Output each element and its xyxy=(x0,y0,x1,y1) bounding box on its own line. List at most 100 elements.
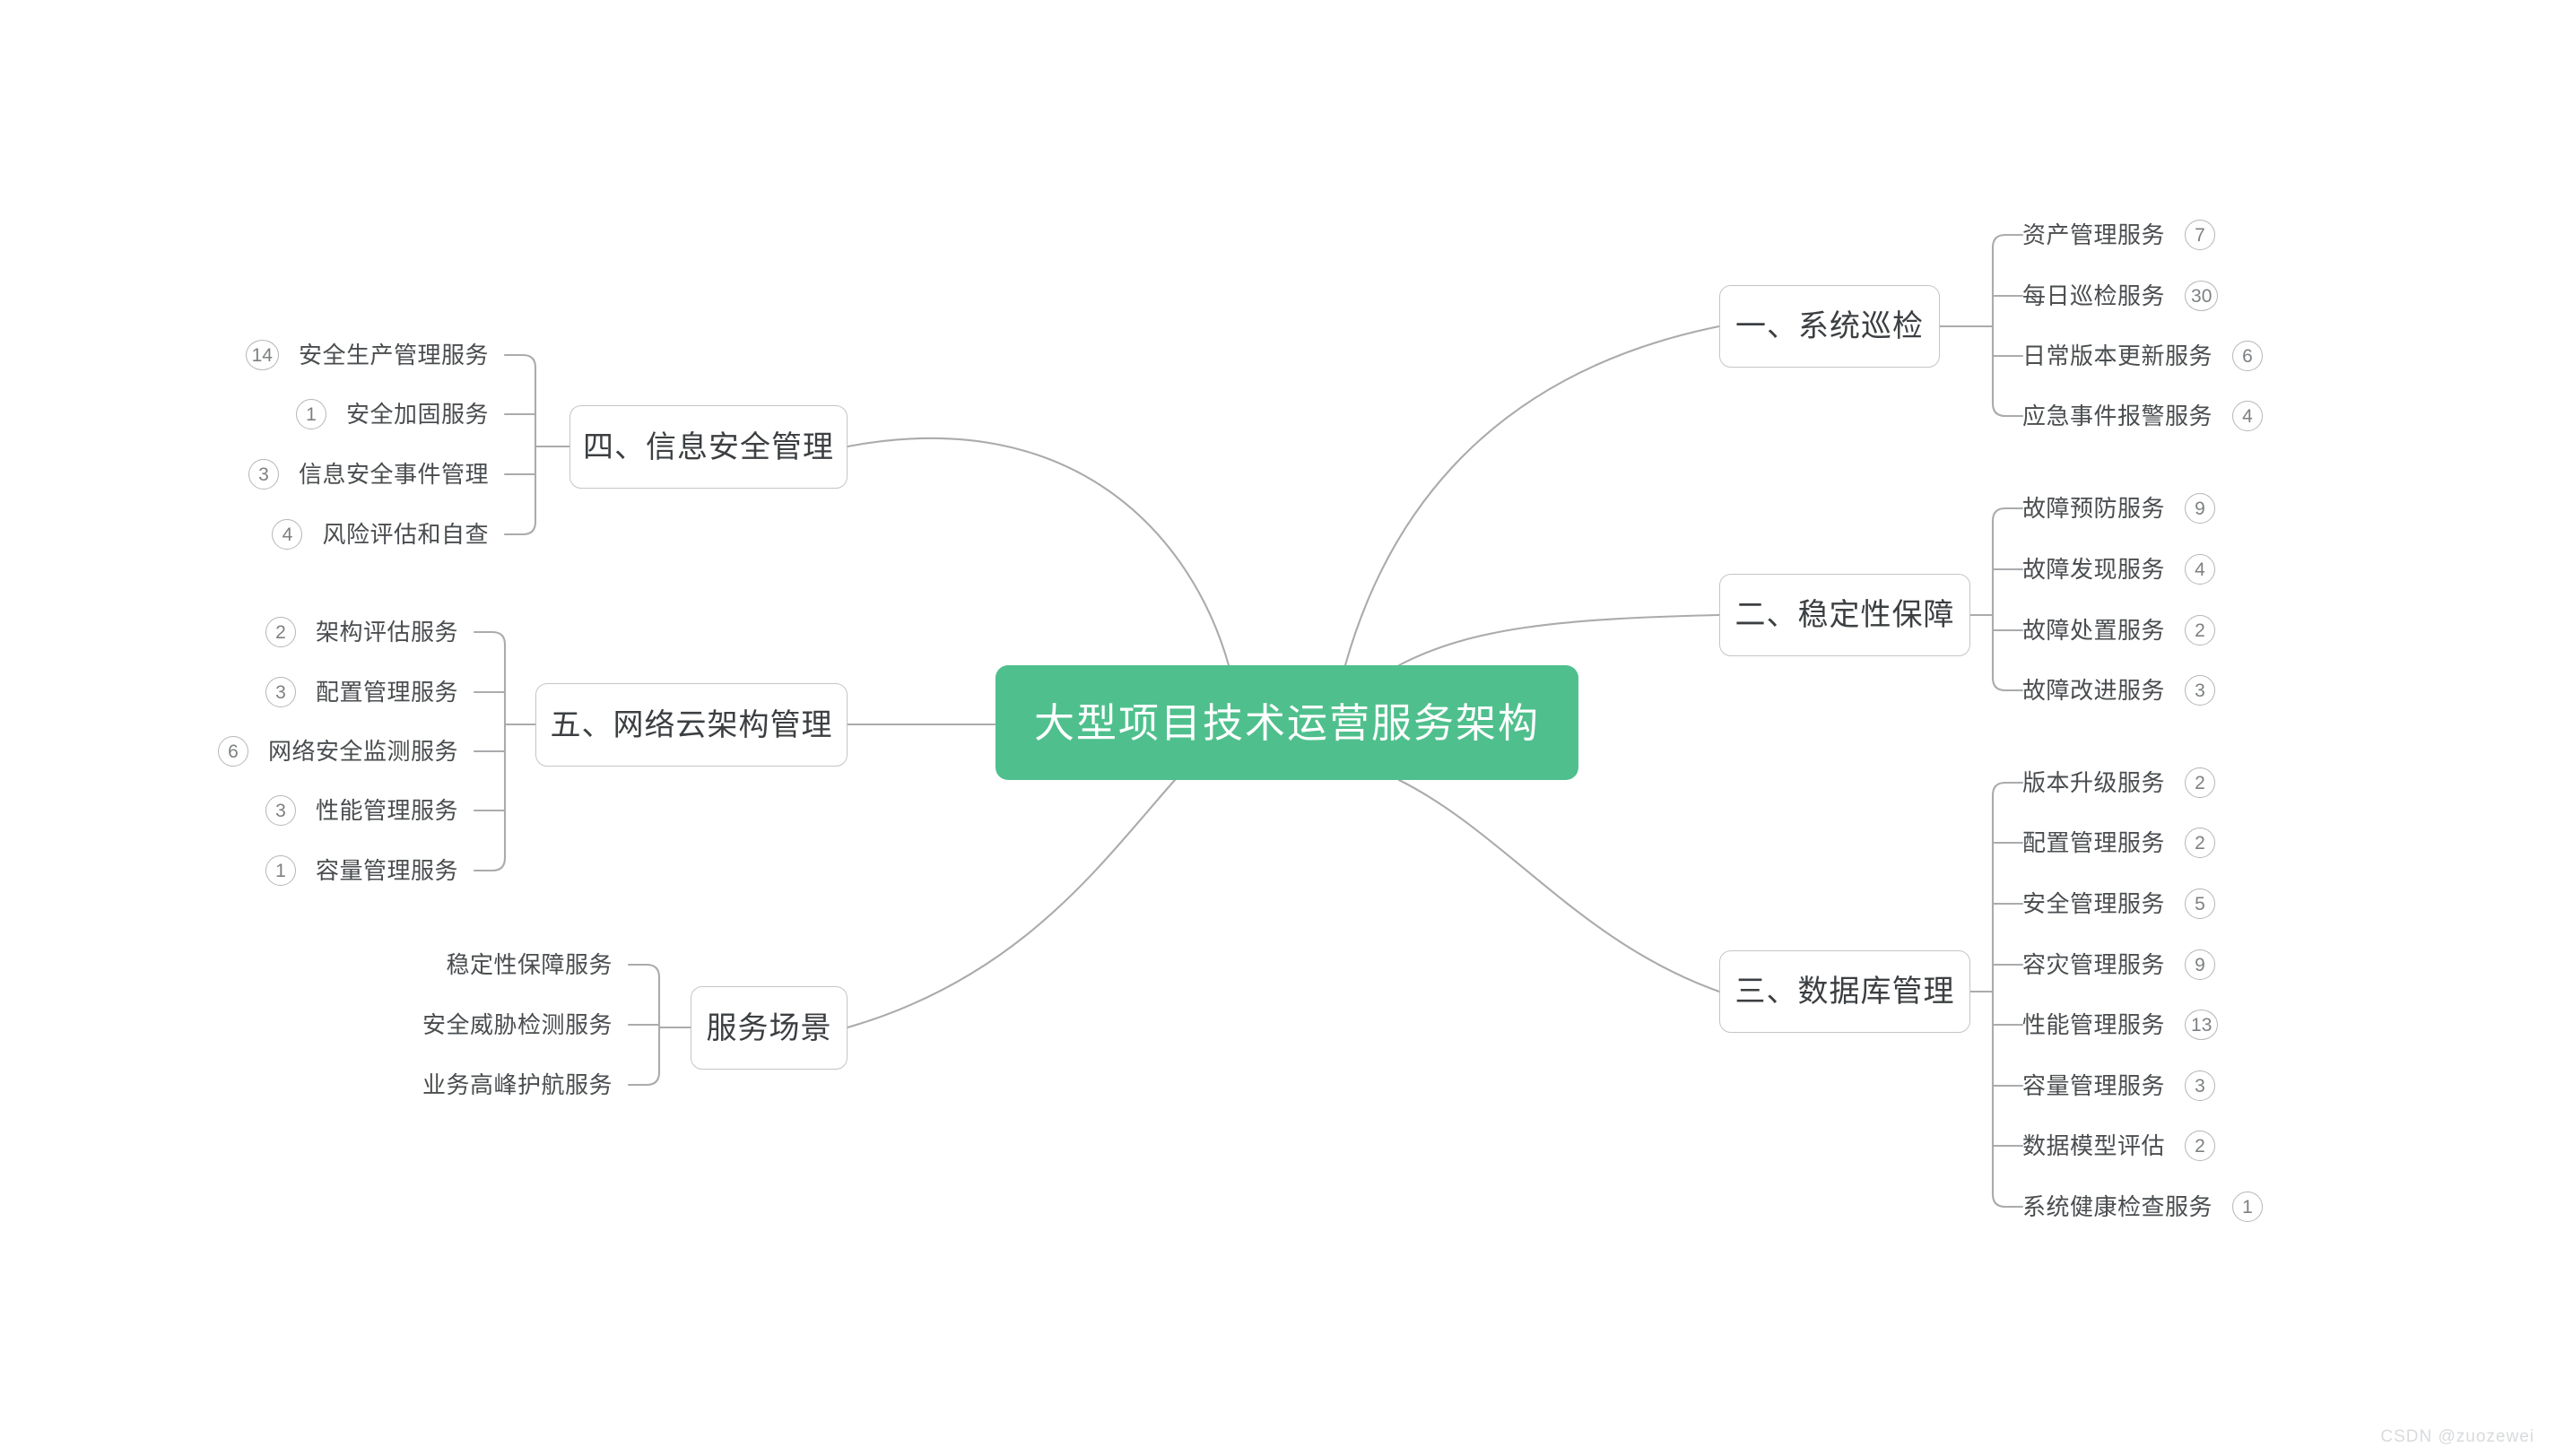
leaf-item[interactable]: 资产管理服务 7 xyxy=(2022,217,2216,253)
leaf-item[interactable]: 版本升级服务 2 xyxy=(2022,765,2216,801)
branch-node-system-inspection[interactable]: 一、系统巡检 xyxy=(1719,285,1940,368)
leaf-item[interactable]: 安全威胁检测服务 xyxy=(0,1007,613,1043)
link-center-to-branch-4 xyxy=(846,437,1230,667)
leaf-item[interactable]: 14 安全生产管理服务 xyxy=(0,337,489,373)
count-badge: 2 xyxy=(2185,1131,2216,1161)
leaf-item-label: 容灾管理服务 xyxy=(2022,951,2166,978)
leaf-item[interactable]: 1 安全加固服务 xyxy=(0,396,489,432)
leaf-item-label: 资产管理服务 xyxy=(2022,221,2166,248)
branch-node-database-management[interactable]: 三、数据库管理 xyxy=(1719,950,1970,1033)
count-badge: 3 xyxy=(2185,1070,2216,1101)
leaf-item-label: 风险评估和自查 xyxy=(322,521,489,548)
leaf-item-label: 日常版本更新服务 xyxy=(2022,342,2213,369)
count-badge: 3 xyxy=(265,795,296,826)
count-badge: 1 xyxy=(2232,1192,2264,1222)
count-badge: 5 xyxy=(2185,888,2216,919)
leaf-item-label: 架构评估服务 xyxy=(315,619,458,646)
leaf-item-label: 应急事件报警服务 xyxy=(2022,403,2213,429)
leaf-item[interactable]: 日常版本更新服务 6 xyxy=(2022,338,2264,374)
elbow-b6-c0 xyxy=(627,963,661,979)
leaf-item-label: 网络安全监测服务 xyxy=(267,738,458,765)
leaf-item-label: 安全威胁检测服务 xyxy=(422,1011,613,1038)
count-badge: 6 xyxy=(2232,341,2264,371)
elbow-b6-c2 xyxy=(627,1070,661,1087)
leaf-item-label: 配置管理服务 xyxy=(315,679,458,706)
leaf-item[interactable]: 系统健康检查服务 1 xyxy=(2022,1189,2264,1225)
count-badge: 1 xyxy=(295,399,326,429)
branch-node-label: 五、网络云架构管理 xyxy=(550,707,833,742)
leaf-item-label: 安全生产管理服务 xyxy=(298,342,489,368)
count-badge: 14 xyxy=(245,340,279,370)
leaf-item[interactable]: 数据模型评估 2 xyxy=(2022,1128,2216,1164)
branch-node-label: 二、稳定性保障 xyxy=(1734,598,1955,632)
leaf-item[interactable]: 3 配置管理服务 xyxy=(0,674,458,710)
count-badge: 3 xyxy=(265,677,296,707)
elbow-b2-c3 xyxy=(1991,676,2024,692)
count-badge: 4 xyxy=(272,519,303,550)
elbow-b5-c0 xyxy=(473,630,507,646)
count-badge: 30 xyxy=(2185,281,2219,311)
leaf-item-label: 容量管理服务 xyxy=(315,857,458,884)
elbow-b3-c0 xyxy=(1991,781,2024,797)
central-node[interactable]: 大型项目技术运营服务架构 xyxy=(995,665,1578,780)
leaf-item-label: 每日巡检服务 xyxy=(2022,282,2166,309)
leaf-item-label: 信息安全事件管理 xyxy=(298,461,489,488)
count-badge: 9 xyxy=(2185,493,2216,524)
leaf-item-label: 安全加固服务 xyxy=(345,401,489,428)
leaf-item[interactable]: 3 性能管理服务 xyxy=(0,793,458,828)
central-node-label: 大型项目技术运营服务架构 xyxy=(1033,699,1540,746)
link-center-to-branch-3 xyxy=(1397,778,1721,993)
leaf-item[interactable]: 故障发现服务 4 xyxy=(2022,551,2216,587)
leaf-item-label: 数据模型评估 xyxy=(2022,1132,2166,1159)
elbow-b2-c0 xyxy=(1991,507,2024,523)
count-badge: 13 xyxy=(2185,1010,2219,1040)
branch-node-label: 一、系统巡检 xyxy=(1735,309,1924,343)
watermark: CSDN @zuozewei xyxy=(2380,1427,2534,1446)
leaf-item[interactable]: 业务高峰护航服务 xyxy=(0,1067,613,1103)
leaf-item-label: 故障处置服务 xyxy=(2022,617,2166,644)
count-badge: 4 xyxy=(2185,554,2216,585)
leaf-item-label: 配置管理服务 xyxy=(2022,829,2166,856)
count-badge: 7 xyxy=(2185,220,2216,250)
count-badge: 2 xyxy=(2185,767,2216,798)
branch-node-label: 三、数据库管理 xyxy=(1734,975,1955,1009)
leaf-item-label: 版本升级服务 xyxy=(2022,769,2166,796)
elbow-b4-c3 xyxy=(503,520,537,536)
leaf-item[interactable]: 容量管理服务 3 xyxy=(2022,1068,2216,1104)
count-badge: 4 xyxy=(2232,401,2264,431)
leaf-item-label: 系统健康检查服务 xyxy=(2022,1193,2213,1220)
branch-node-stability-assurance[interactable]: 二、稳定性保障 xyxy=(1719,574,1970,656)
leaf-item-label: 容量管理服务 xyxy=(2022,1072,2166,1099)
leaf-item[interactable]: 3 信息安全事件管理 xyxy=(0,456,489,492)
leaf-item[interactable]: 4 风险评估和自查 xyxy=(0,516,489,552)
link-center-to-branch-2 xyxy=(1397,613,1721,667)
leaf-item[interactable]: 每日巡检服务 30 xyxy=(2022,278,2219,314)
count-badge: 6 xyxy=(217,736,248,767)
branch-node-service-scenarios[interactable]: 服务场景 xyxy=(691,986,848,1070)
count-badge: 3 xyxy=(248,459,279,490)
leaf-item-label: 性能管理服务 xyxy=(315,797,458,824)
branch-node-information-security[interactable]: 四、信息安全管理 xyxy=(569,405,848,489)
branch-node-network-cloud-architecture[interactable]: 五、网络云架构管理 xyxy=(535,683,848,767)
leaf-item-label: 业务高峰护航服务 xyxy=(422,1071,613,1098)
branch-node-label: 服务场景 xyxy=(706,1010,832,1045)
leaf-item-label: 稳定性保障服务 xyxy=(446,951,613,978)
elbow-b5-c4 xyxy=(473,856,507,872)
leaf-item[interactable]: 稳定性保障服务 xyxy=(0,947,613,983)
leaf-item[interactable]: 6 网络安全监测服务 xyxy=(0,733,458,769)
leaf-item[interactable]: 应急事件报警服务 4 xyxy=(2022,398,2264,434)
branch-node-label: 四、信息安全管理 xyxy=(583,429,834,464)
leaf-item-label: 故障发现服务 xyxy=(2022,556,2166,583)
link-center-to-branch-6 xyxy=(846,778,1177,1029)
elbow-b3-c7 xyxy=(1991,1192,2024,1209)
